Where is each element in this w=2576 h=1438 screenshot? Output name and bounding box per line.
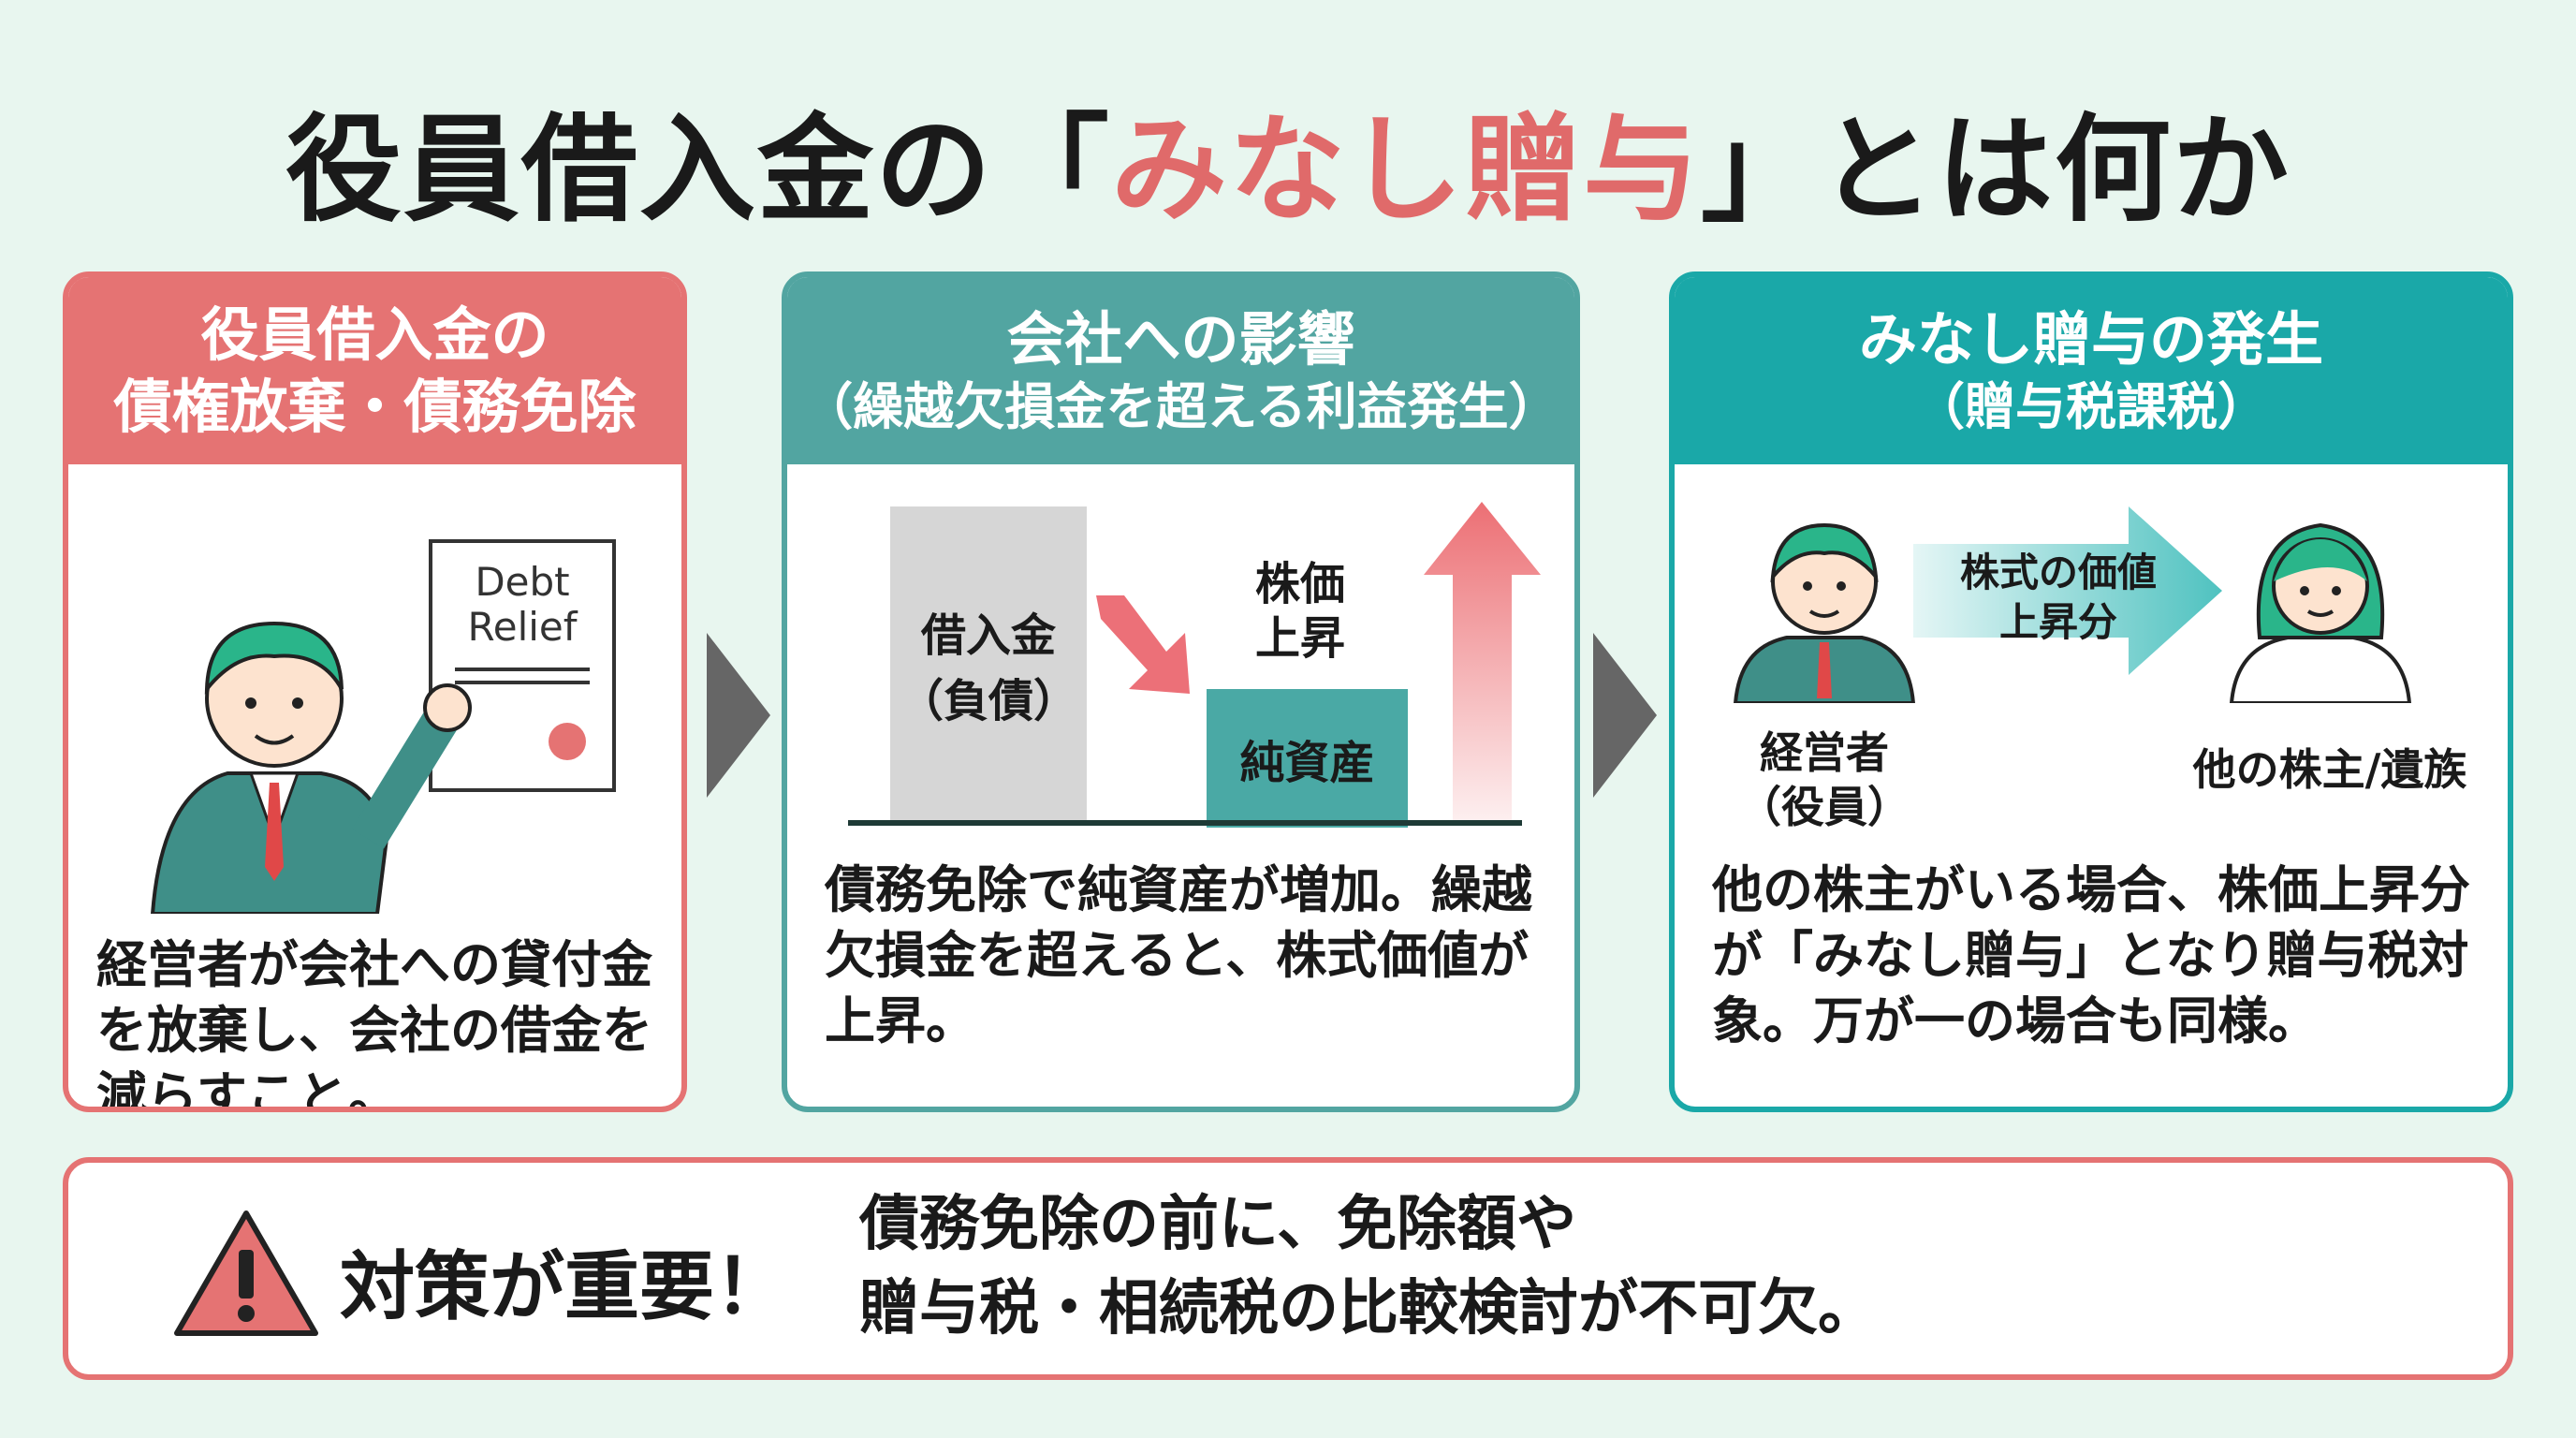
baseline xyxy=(848,820,1522,826)
businessman-pointing-icon xyxy=(150,621,472,914)
doc-label: Relief xyxy=(467,604,578,651)
liability-bar: 借入金 （負債） xyxy=(890,506,1087,820)
panel-header: 役員借入金の 債権放棄・債務免除 xyxy=(68,277,681,464)
panel-subtitle: （贈与税課税） xyxy=(1914,377,2268,436)
warning-text-line: 債務免除の前に、免除額や xyxy=(859,1190,1577,1259)
transfer-label-line: 上昇分 xyxy=(1998,598,2117,645)
title-pre: 役員借入金の「 xyxy=(285,103,1111,238)
page-title: 役員借入金の「みなし贈与」とは何か xyxy=(0,75,2576,243)
chevron-right-icon xyxy=(1593,633,1657,798)
panel-title: 会社への影響 xyxy=(1006,304,1355,374)
panel-subtitle: 債権放棄・債務免除 xyxy=(113,373,637,441)
panel-description: 債務免除で純資産が増加。繰越欠損金を超えると、株式価値が上昇。 xyxy=(825,860,1532,1051)
panel-subtitle: （繰越欠損金を超える利益発生） xyxy=(802,377,1559,436)
debt-relief-document-icon: Debt Relief xyxy=(429,539,616,792)
rise-label: 株価 xyxy=(1255,558,1346,610)
warning-callout: 対策が重要！ 債務免除の前に、免除額や 贈与税・相続税の比較検討が不可欠。 xyxy=(63,1157,2513,1380)
transfer-label: 株式の価値上昇分 xyxy=(1927,549,2189,647)
panel-company-impact: 会社への影響 （繰越欠損金を超える利益発生） 借入金 （負債） 純資産 株価上昇… xyxy=(782,271,1580,1112)
bar-label: （負債） xyxy=(898,674,1078,727)
title-highlight: みなし贈与 xyxy=(1110,103,1701,238)
transfer-arrow-icon xyxy=(1913,506,2222,675)
stock-rise-label: 株価上昇 xyxy=(1255,558,1345,666)
executive-icon xyxy=(1733,522,1916,703)
panel-debt-waiver: 役員借入金の 債権放棄・債務免除 Debt Relief 経営者が会社への貸付金… xyxy=(63,271,687,1112)
panel-header: 会社への影響 （繰越欠損金を超える利益発生） xyxy=(787,277,1574,464)
giver-label-line: （役員） xyxy=(1738,781,1910,832)
warning-label: 対策が重要！ xyxy=(340,1243,789,1330)
rise-label: 上昇 xyxy=(1255,611,1346,665)
up-arrow-icon xyxy=(1424,502,1541,825)
down-right-arrow-icon xyxy=(1096,595,1190,694)
panel-description: 経営者が会社への貸付金を放棄し、会社の借金を減らすこと。 xyxy=(96,935,652,1112)
doc-label: Debt xyxy=(475,559,570,605)
panel-title: みなし贈与の発生 xyxy=(1858,304,2323,374)
warning-icon xyxy=(174,1211,318,1336)
panel-deemed-gift: みなし贈与の発生 （贈与税課税） 株式の価値上昇分 経営者（役員） 他の株主/遺… xyxy=(1669,271,2513,1112)
title-post: 」とは何か xyxy=(1701,103,2291,238)
giver-label: 経営者（役員） xyxy=(1731,726,1918,834)
shareholder-woman-icon xyxy=(2229,522,2412,703)
bar-label: 借入金 xyxy=(920,609,1056,662)
equity-bar: 純資産 xyxy=(1207,689,1408,828)
panel-header: みなし贈与の発生 （贈与税課税） xyxy=(1675,277,2508,464)
warning-text: 債務免除の前に、免除額や 贈与税・相続税の比較検討が不可欠。 xyxy=(859,1183,1878,1351)
warning-text-line: 贈与税・相続税の比較検討が不可欠。 xyxy=(859,1273,1878,1343)
panel-description: 他の株主がいる場合、株価上昇分が「みなし贈与」となり贈与税対象。万が一の場合も同… xyxy=(1712,860,2470,1051)
transfer-label-line: 株式の価値 xyxy=(1959,550,2157,595)
giver-label-line: 経営者 xyxy=(1760,727,1889,778)
chevron-right-icon xyxy=(707,633,770,798)
panel-title: 役員借入金の xyxy=(200,300,549,369)
receiver-label: 他の株主/遺族 xyxy=(2192,744,2467,795)
